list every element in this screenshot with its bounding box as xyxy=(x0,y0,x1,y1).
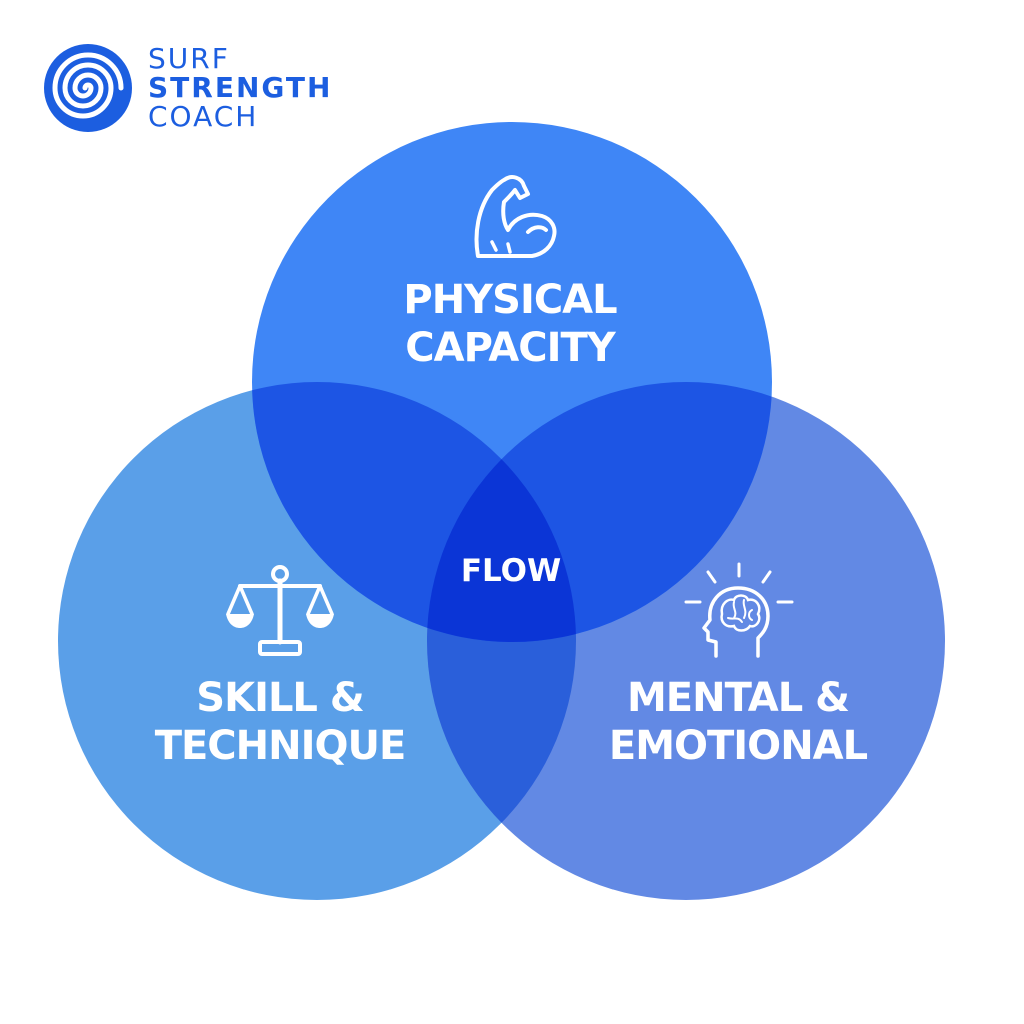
balance-scale-icon xyxy=(226,565,334,656)
overlap-mental-physical xyxy=(427,382,772,642)
label-mental-emotional: MENTAL & EMOTIONAL xyxy=(608,674,868,770)
brand-logo: SURF STRENGTH COACH xyxy=(42,42,362,138)
brain-head-icon xyxy=(684,562,794,658)
label-skill-technique: SKILL & TECHNIQUE xyxy=(154,674,407,770)
label-flow-center: FLOW xyxy=(461,553,561,589)
logo-line-surf: SURF xyxy=(148,42,230,75)
logo-line-coach: COACH xyxy=(148,100,259,133)
skill-title-line1: SKILL & xyxy=(196,675,364,721)
mental-title-line2: EMOTIONAL xyxy=(608,723,868,769)
mental-title-line1: MENTAL & xyxy=(626,675,850,721)
overlap-skill-physical xyxy=(252,382,576,642)
skill-title-line2: TECHNIQUE xyxy=(154,723,407,769)
spiral-logo-icon xyxy=(44,44,132,132)
physical-title-line1: PHYSICAL xyxy=(403,277,617,323)
logo-line-strength: STRENGTH xyxy=(148,71,333,104)
physical-title-line2: CAPACITY xyxy=(405,325,615,371)
logo-wordmark: SURF STRENGTH COACH xyxy=(148,44,332,131)
flexed-arm-icon xyxy=(474,175,557,258)
flow-label: FLOW xyxy=(460,553,562,589)
label-physical-capacity: PHYSICAL CAPACITY xyxy=(403,276,617,372)
